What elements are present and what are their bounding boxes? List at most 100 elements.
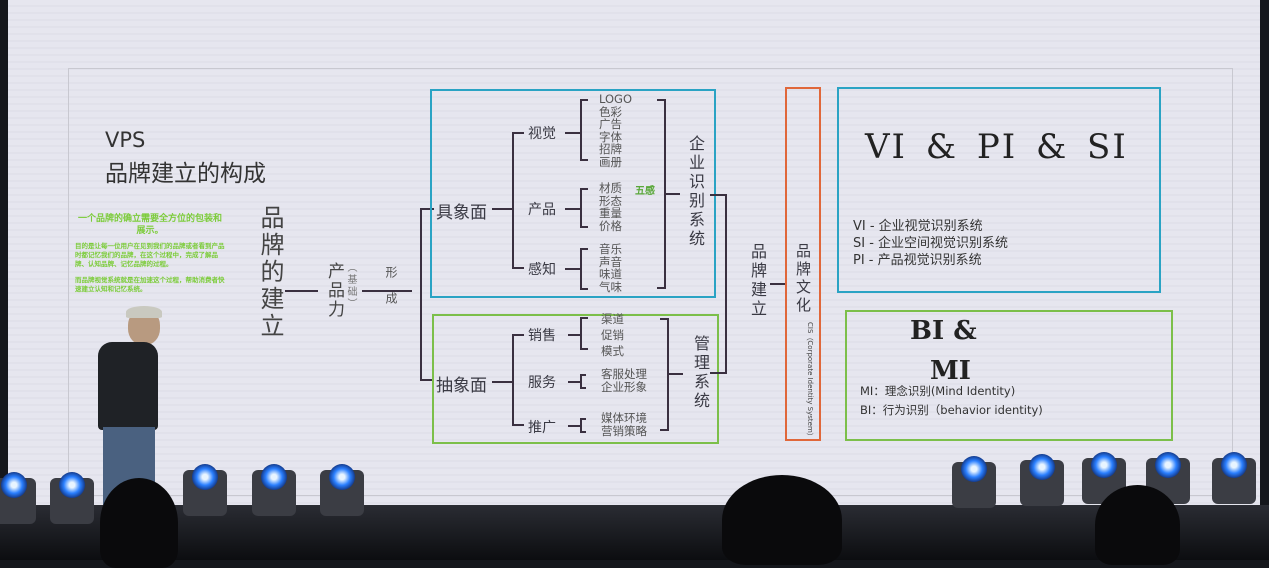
connector-line [710,194,726,196]
group-perception: 感知 [528,262,556,278]
bi-heading: BI & [910,316,977,346]
list-item: 广告 [599,117,622,132]
list-item: 招牌 [599,142,622,157]
abstract-right-bracket [660,318,669,431]
corporate-identity-system: 企业识别系统 [686,135,705,249]
concrete-bracket [512,132,524,269]
promotion-items: 媒体环境营销策略 [601,412,647,438]
list-item: VI - 企业视觉识别系统 [853,219,983,234]
stage-light-icon [952,456,996,508]
green-paragraph-1: 目的是让每一位用户在见到我们的品牌或者看到产品时都记忆我们的品牌，在这个过程中，… [75,242,225,268]
connector-line [285,290,318,292]
slide-title: 品牌建立的构成 [105,161,266,187]
presenter-shirt [98,342,158,430]
abstract-label: 抽象面 [436,376,487,396]
list-item: 色彩 [599,104,622,119]
connector-line [492,208,512,210]
presenter-cap [126,306,162,318]
list-item: 材质 [599,181,622,195]
vi-heading: VI & PI & SI [865,127,1128,167]
stage-light-icon [0,472,36,524]
cis-label: CIS（Corporate Identity System） [806,322,814,440]
bi-list: MI：理念识别(Mind Identity)BI：行为识别（behavior i… [860,382,1043,420]
group-visual: 视觉 [528,126,556,142]
stage-light-icon [252,464,296,516]
audience-head [1095,485,1180,565]
list-item: 声音 [599,254,622,269]
root-bracket [420,208,434,381]
list-item: 渠道 [601,312,624,326]
visual-bracket [580,99,588,161]
form-label: 形成 [384,266,398,318]
stage-light-icon [50,472,94,524]
stage-light-icon [1020,454,1064,506]
brand-culture-label: 品牌文化 [794,243,812,315]
connector-line [565,132,580,134]
connector-line [710,372,726,374]
presentation-slide [8,0,1260,505]
connector-line [568,381,580,383]
basis-note: （基础） [345,262,356,310]
connector-line [492,381,512,383]
brand-culture-box [785,87,821,441]
sales-items: 渠道促销模式 [601,311,624,359]
list-item: 客服处理 [601,367,647,381]
list-item: 价格 [599,218,622,233]
vi-list: VI - 企业视觉识别系统 SI - 企业空间视觉识别系统 PI - 产品视觉识别系… [853,218,1008,269]
mi-heading: MI [930,356,971,386]
slide-frame [68,68,1233,496]
connector-line [770,283,786,285]
group-promotion: 推广 [528,420,556,436]
connector-line [666,193,680,195]
management-system: 管理系统 [691,335,710,411]
perception-bracket [580,248,588,290]
abstract-bracket [512,334,524,426]
product-power: 产品力 [324,262,344,319]
group-product: 产品 [528,202,556,218]
perception-items: 音乐声音味道气味 [599,243,622,293]
concrete-box [430,89,716,298]
audience-head [100,478,178,568]
bi-box [845,310,1173,441]
root-brand-building: 品牌的建立 [256,205,284,340]
abstract-box [432,314,719,444]
stage-light-icon [320,464,364,516]
list-item: 气味 [599,279,622,294]
sales-bracket [580,317,588,350]
connector-line [565,268,580,270]
service-items: 客服处理企业形象 [601,368,647,394]
brand-build-label: 品牌建立 [748,243,767,319]
connector-line [362,290,412,292]
list-item: 画册 [599,154,622,169]
list-item: MI：理念识别(Mind Identity) [860,384,1016,398]
list-item: 营销策略 [601,424,647,438]
list-item: 形态 [599,193,622,208]
audience-head [722,475,842,565]
list-item: PI - 产品视觉识别系统 [853,253,982,268]
list-item: 重量 [599,206,622,221]
list-item: 媒体环境 [601,411,647,425]
group-service: 服务 [528,375,556,391]
list-item: 味道 [599,267,622,282]
connector-line [725,194,727,374]
list-item: 字体 [599,129,622,144]
connector-line [568,425,580,427]
connector-line [565,208,580,210]
slide-title-vps: VPS [105,128,146,152]
connector-line [669,373,683,375]
list-item: SI - 企业空间视觉识别系统 [853,236,1009,251]
group-sales: 销售 [528,328,556,344]
product-items: 材质形态重量价格 [599,182,622,232]
connector-line [568,334,580,336]
list-item: 企业形象 [601,380,647,394]
stage-light-icon [1212,452,1256,504]
list-item: 促销 [601,328,624,342]
list-item: LOGO [599,92,633,106]
vi-box [837,87,1161,293]
service-bracket [580,374,586,389]
stage-light-icon [183,464,227,516]
concrete-label: 具象面 [436,203,487,223]
green-paragraph-2: 而品牌视觉系统就是在加速这个过程，帮助消费者快速建立认知和记忆系统。 [75,276,225,293]
concrete-right-bracket [657,99,666,289]
